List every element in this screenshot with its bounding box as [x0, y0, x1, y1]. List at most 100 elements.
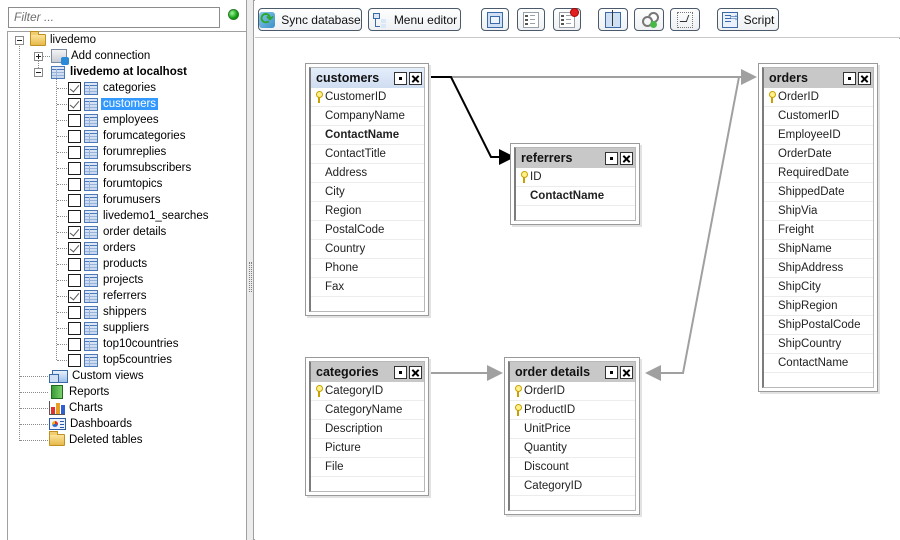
table-header[interactable]: orders — [764, 68, 873, 88]
collapse-toggle[interactable] — [34, 67, 43, 77]
table-field[interactable]: CategoryName — [311, 401, 424, 420]
table-field[interactable]: OrderID — [764, 88, 873, 107]
table-header[interactable]: order details — [510, 362, 635, 382]
table-checkbox[interactable] — [68, 97, 81, 111]
tree-item-table[interactable]: orders — [68, 240, 136, 256]
tree-item-table[interactable]: order details — [68, 224, 166, 240]
table-checkbox[interactable] — [68, 337, 81, 351]
table-field[interactable]: CompanyName — [311, 107, 424, 126]
table-field[interactable]: CategoryID — [510, 477, 635, 496]
minimize-icon[interactable] — [843, 71, 856, 85]
tree-item-connection[interactable]: livedemo at localhost — [34, 64, 187, 80]
table-field[interactable]: ID — [516, 168, 635, 187]
table-checkbox[interactable] — [68, 81, 81, 95]
tree-item-table[interactable]: referrers — [68, 288, 146, 304]
tree-item-charts[interactable]: Charts — [49, 400, 103, 416]
close-icon[interactable] — [620, 151, 633, 165]
table-field[interactable]: Freight — [764, 221, 873, 240]
tree-item-table[interactable]: forumtopics — [68, 176, 162, 192]
table-checkbox[interactable] — [68, 257, 81, 271]
table-checkbox[interactable] — [68, 193, 81, 207]
table-field[interactable]: RequiredDate — [764, 164, 873, 183]
table-checkbox[interactable] — [68, 161, 81, 175]
table-field[interactable]: ShipAddress — [764, 259, 873, 278]
layout-button[interactable] — [481, 8, 509, 31]
tree-item-dashboards[interactable]: Dashboards — [49, 416, 132, 432]
table-field[interactable]: CustomerID — [311, 88, 424, 107]
add-relation-button[interactable] — [634, 8, 664, 31]
table-checkbox[interactable] — [68, 129, 81, 143]
table-checkbox[interactable] — [68, 353, 81, 367]
table-checkbox[interactable] — [68, 225, 81, 239]
table-field[interactable]: CustomerID — [764, 107, 873, 126]
table-header[interactable]: customers — [311, 68, 424, 88]
close-icon[interactable] — [858, 71, 871, 85]
table-field[interactable]: ContactTitle — [311, 145, 424, 164]
table-checkbox[interactable] — [68, 289, 81, 303]
filter-input[interactable]: Filter ... — [8, 7, 220, 28]
table-checkbox[interactable] — [68, 145, 81, 159]
tree-item-table[interactable]: top5countries — [68, 352, 172, 368]
sync-database-button[interactable]: Sync database — [258, 8, 362, 31]
table-checkbox[interactable] — [68, 209, 81, 223]
table-field[interactable]: Fax — [311, 278, 424, 297]
tree-item-table[interactable]: projects — [68, 272, 143, 288]
table-checkbox[interactable] — [68, 305, 81, 319]
table-field[interactable]: Address — [311, 164, 424, 183]
tree-item-table[interactable]: forumcategories — [68, 128, 185, 144]
script-button[interactable]: Script — [717, 8, 779, 31]
table-field[interactable]: ContactName — [311, 126, 424, 145]
minimize-icon[interactable] — [394, 365, 407, 379]
collapse-toggle[interactable] — [15, 35, 24, 45]
table-field[interactable]: ContactName — [764, 354, 873, 373]
table-field[interactable]: ContactName — [516, 187, 635, 206]
table-field[interactable]: ShippedDate — [764, 183, 873, 202]
table-field[interactable]: Description — [311, 420, 424, 439]
table-field[interactable]: PostalCode — [311, 221, 424, 240]
table-field[interactable]: ShipName — [764, 240, 873, 259]
table-field[interactable]: ProductID — [510, 401, 635, 420]
table-field[interactable]: Discount — [510, 458, 635, 477]
minimize-icon[interactable] — [605, 365, 618, 379]
tree-item-table[interactable]: forumusers — [68, 192, 161, 208]
menu-editor-button[interactable]: Menu editor — [368, 8, 461, 31]
tree-item-table[interactable]: employees — [68, 112, 159, 128]
tree-item-custom-views[interactable]: Custom views — [49, 368, 144, 384]
tree-item-deleted-tables[interactable]: Deleted tables — [49, 431, 143, 448]
tree-item-table[interactable]: categories — [68, 80, 156, 96]
table-field[interactable]: ShipVia — [764, 202, 873, 221]
table-checkbox[interactable] — [68, 113, 81, 127]
tree-item-table[interactable]: customers — [68, 96, 159, 112]
tree-item-table[interactable]: shippers — [68, 304, 146, 320]
tree-item-reports[interactable]: Reports — [49, 384, 109, 400]
table-field[interactable]: Phone — [311, 259, 424, 278]
panel-splitter[interactable] — [247, 0, 254, 540]
tree-item-table[interactable]: forumreplies — [68, 144, 166, 160]
table-field[interactable]: Quantity — [510, 439, 635, 458]
tree-item-livedemo[interactable]: livedemo — [15, 31, 96, 48]
table-header[interactable]: categories — [311, 362, 424, 382]
expand-toggle[interactable] — [34, 51, 43, 61]
frame-button[interactable] — [670, 8, 700, 31]
close-icon[interactable] — [620, 365, 633, 379]
tree-item-table[interactable]: suppliers — [68, 320, 149, 336]
tree-item-table[interactable]: livedemo1_searches — [68, 208, 208, 224]
table-field[interactable]: OrderDate — [764, 145, 873, 164]
table-field[interactable]: File — [311, 458, 424, 477]
fields-list-button[interactable] — [517, 8, 545, 31]
table-field[interactable]: Region — [311, 202, 424, 221]
table-checkbox[interactable] — [68, 241, 81, 255]
splitter-grip-icon[interactable] — [249, 262, 252, 292]
table-field[interactable]: OrderID — [510, 382, 635, 401]
table-field[interactable]: Country — [311, 240, 424, 259]
tree-item-table[interactable]: products — [68, 256, 147, 272]
table-checkbox[interactable] — [68, 273, 81, 287]
table-field[interactable]: ShipPostalCode — [764, 316, 873, 335]
table-field[interactable]: CategoryID — [311, 382, 424, 401]
remove-fields-button[interactable] — [553, 7, 581, 31]
